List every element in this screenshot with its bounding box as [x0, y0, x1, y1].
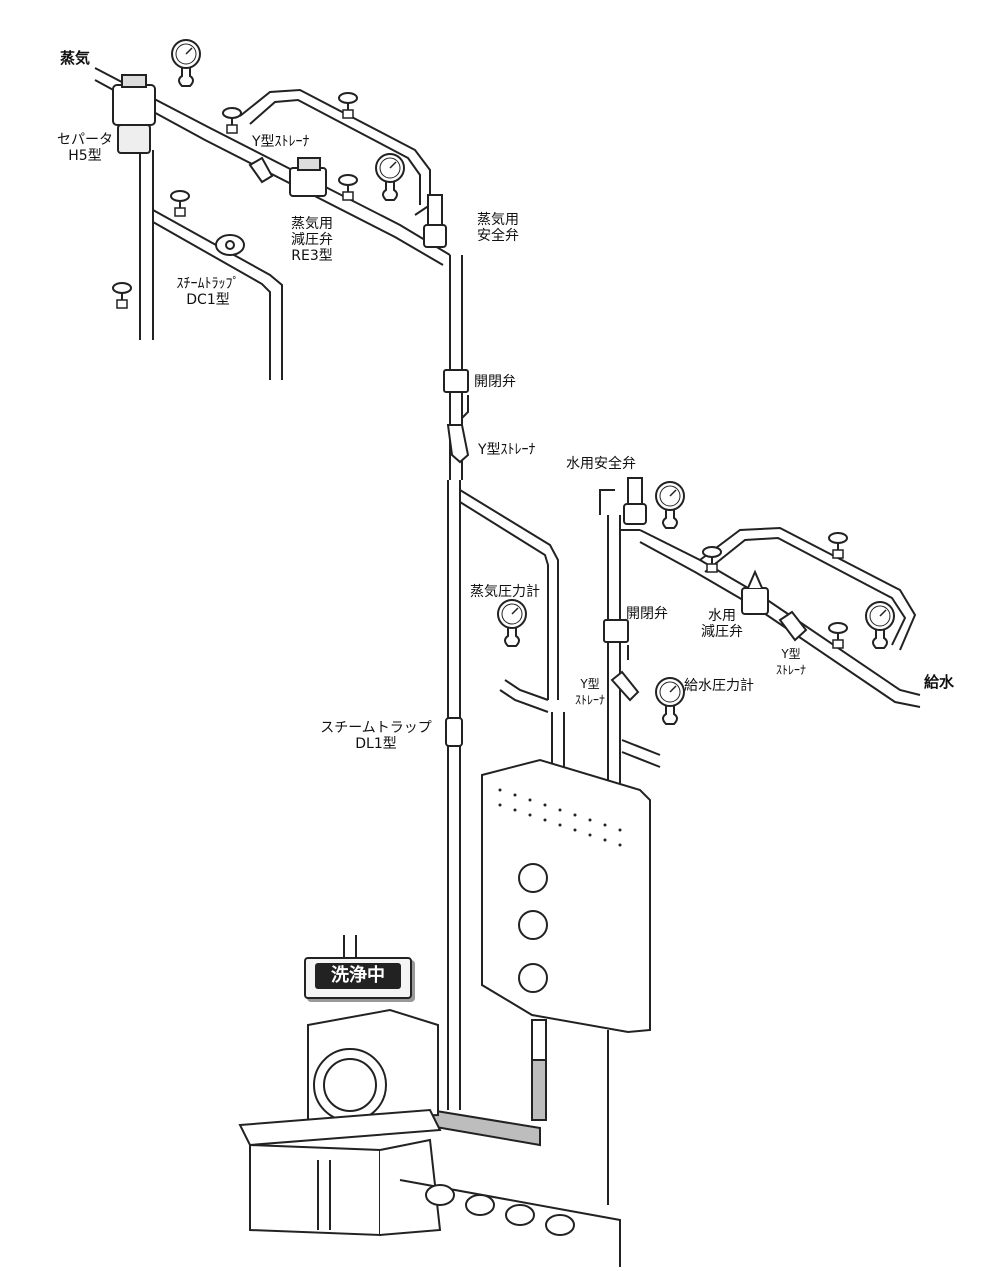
y-strainer-vertical: [446, 424, 470, 464]
valve-handwheel-icon: [702, 546, 722, 573]
steam-trap-dl1: [445, 717, 463, 747]
water-safety-valve: [623, 477, 647, 525]
label-steam-trap-dl1: スチームトラップ DL1型: [320, 720, 432, 752]
steam-gauge-upper-icon: [171, 39, 201, 87]
label-steam-pressure-gauge: 蒸気圧力計: [470, 584, 540, 600]
water-gauge-upper-icon: [655, 481, 685, 529]
y-strainer-water: [610, 610, 808, 702]
separator-h5: [112, 74, 156, 154]
label-y-strainer-low: Y型 ｽﾄﾚｰﾅ: [574, 677, 605, 707]
valve-handwheel-icon: [338, 92, 358, 119]
washing-sign-text: 洗浄中: [315, 963, 401, 989]
y-strainer-steam: [248, 156, 274, 184]
vent-holes: [498, 788, 622, 847]
label-y-strainer-mid: Y型ｽﾄﾚｰﾅ: [478, 442, 536, 458]
label-steam-safety-valve: 蒸気用 安全弁: [477, 212, 519, 244]
steam-supply-pipe: [447, 480, 565, 1110]
water-gauge-right-icon: [865, 601, 895, 649]
label-y-strainer-top: Y型ｽﾄﾚｰﾅ: [252, 134, 310, 150]
label-water-prv: 水用 減圧弁: [701, 608, 743, 640]
water-piping: [599, 489, 921, 790]
label-shutoff-valve-water: 開閉弁: [626, 606, 668, 622]
label-feed-water-gauge: 給水圧力計: [684, 678, 754, 694]
label-water-inlet: 給水: [924, 673, 955, 691]
shutoff-valve-steam: [443, 369, 469, 419]
sign-post: [343, 935, 357, 957]
washing-in-progress-sign: 洗浄中: [304, 957, 412, 999]
label-steam-inlet: 蒸気: [60, 49, 91, 67]
label-y-strainer-water: Y型 ｽﾄﾚｰﾅ: [775, 647, 806, 677]
valve-handwheel-icon: [170, 190, 190, 217]
steam-safety-valve: [423, 194, 447, 248]
label-separator: セパータ H5型: [57, 132, 113, 164]
dishwasher-machine: [238, 1008, 621, 1267]
steam-prv-re3: [289, 157, 327, 197]
feed-water-gauge-icon: [655, 677, 685, 725]
water-heater-unit: [481, 758, 651, 1034]
steam-pressure-gauge-icon: [497, 599, 527, 647]
valve-handwheel-icon: [222, 107, 242, 134]
label-steam-trap-dc1: ｽﾁｰﾑﾄﾗｯﾌﾟ DC1型: [176, 276, 240, 308]
water-prv: [741, 569, 769, 615]
label-steam-prv: 蒸気用 減圧弁 RE3型: [291, 216, 333, 264]
hot-water-outlet-pipe: [429, 1019, 609, 1205]
shutoff-valve-water: [603, 619, 629, 660]
steam-gauge-lower-icon: [375, 153, 405, 201]
label-water-safety-valve: 水用安全弁: [566, 456, 636, 472]
label-shutoff-valve-steam: 開閉弁: [474, 374, 516, 390]
steam-trap-dc1: [215, 234, 245, 256]
valve-handwheel-icon: [112, 282, 132, 309]
